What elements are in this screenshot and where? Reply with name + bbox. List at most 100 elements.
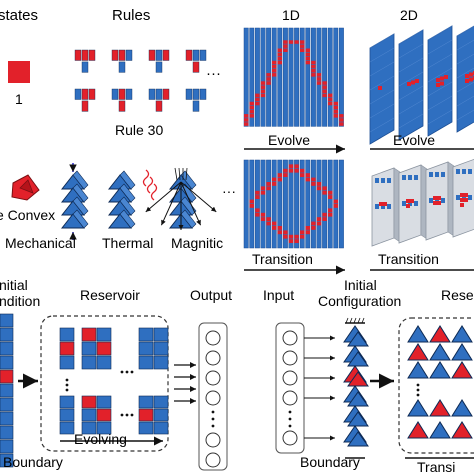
- evolve-1d-red-cell: [260, 93, 266, 98]
- evolve-1d-red-cell: [311, 69, 316, 73]
- rule-result-cell: [118, 100, 126, 112]
- boundary-hatch: [349, 317, 353, 324]
- rule-result-cell: [192, 100, 200, 112]
- evolve-2d-red-cell: [465, 74, 469, 78]
- reservoir-cell: [96, 421, 112, 435]
- evolving-label: Evolving: [74, 431, 127, 447]
- evolve-1d-red-cell: [328, 97, 333, 102]
- evolve-1d-red-cell: [244, 122, 249, 126]
- reservoir-to-output-arrows: [174, 362, 196, 404]
- reservoir-cell: [81, 327, 97, 342]
- transition-1d-red-cell: [272, 177, 277, 182]
- evolve-1d-red-cell: [283, 48, 288, 52]
- transition-2d-blue-cell: [381, 204, 385, 209]
- input-node: [282, 330, 298, 346]
- reservoir-cell: [153, 408, 169, 422]
- config-prism: [347, 391, 369, 407]
- reservoir2-prism: [451, 325, 473, 343]
- transition-1d-red-cell: [300, 230, 305, 235]
- evolve-1d-column: [310, 27, 316, 127]
- row2-ellipsis: ···: [222, 183, 236, 199]
- transition-1d-red-cell: [260, 190, 266, 195]
- reservoir-hdots: [120, 370, 124, 374]
- reservoir2-prism: [429, 421, 451, 439]
- transition-1d-red-cell: [255, 195, 260, 199]
- reservoir-cell: [96, 327, 112, 342]
- evolve-2d-gridline: [427, 53, 453, 69]
- reservoir2-prism-grid: [407, 325, 473, 439]
- transition-2d-blue-cell: [441, 172, 445, 177]
- transition-2d-blue-cell: [462, 195, 466, 200]
- init-cell: [0, 313, 14, 328]
- init-cell: [0, 453, 14, 468]
- transition-1d-column: [277, 159, 283, 249]
- evolve-2d-gridline: [369, 61, 395, 77]
- reservoir2-prism: [429, 361, 451, 379]
- reservoir2-prism: [407, 399, 429, 417]
- evolve-2d-gridline: [456, 95, 474, 107]
- transition-2d-red-cell: [437, 196, 441, 200]
- 2d-label: 2D: [400, 7, 418, 23]
- rule30-label: Rule 30: [115, 122, 163, 138]
- evolve-1d-red-cell: [272, 64, 277, 69]
- transition-1d-red-cell: [328, 190, 333, 195]
- magnitic-prism-side: [180, 209, 197, 229]
- reservoir2-prism: [429, 399, 451, 417]
- reservoir-cell: [59, 355, 75, 370]
- transition3-label: Transi: [417, 459, 455, 474]
- evolve-1d-red-cell: [300, 44, 305, 48]
- reservoir2-prism: [451, 343, 473, 361]
- mechanical-prism-side: [72, 183, 89, 203]
- evolve-2d-gridline: [398, 99, 424, 115]
- rule-cell: [162, 49, 170, 61]
- boundary2-label: Boundary: [300, 454, 360, 470]
- transition-1d-red-cell: [277, 226, 282, 230]
- output-node: [205, 330, 221, 346]
- reservoir-cell: [138, 341, 154, 356]
- evolve-1d-red-cell: [283, 44, 288, 48]
- mechanical-prism-side: [72, 170, 89, 190]
- reservoir-grid: [59, 327, 169, 435]
- evolve-2d-gridline: [398, 113, 424, 129]
- transition-2d-blue-cell: [456, 195, 460, 200]
- reservoir2-box: [398, 317, 474, 454]
- reservoir-cell: [81, 395, 97, 409]
- magnitic-prism-side: [180, 170, 197, 190]
- reservoir-cell: [153, 395, 169, 409]
- reservoir2-label: Reser: [441, 287, 474, 303]
- transition-1d-red-cell: [333, 199, 338, 204]
- transition-2d-red-cell: [464, 193, 468, 197]
- evolve-1d-panel: [243, 27, 344, 127]
- boundary-hatch: [357, 317, 361, 324]
- init-cell: [0, 411, 14, 426]
- reservoir-hdots: [130, 413, 134, 417]
- transition-1d-red-cell: [305, 173, 310, 177]
- evolve-2d-gridline: [456, 67, 474, 79]
- rule-cell: [155, 49, 163, 61]
- rule-cell: [118, 49, 126, 61]
- evolve-1d-red-cell: [272, 73, 277, 77]
- evolve-1d-red-cell: [300, 48, 305, 52]
- field-line-top: [185, 167, 188, 181]
- transition-1d-red-cell: [288, 168, 294, 173]
- transition-2d-blue-cell: [435, 172, 439, 177]
- thermal-prism-side: [119, 196, 136, 216]
- transition-1d-red-cell: [266, 217, 271, 221]
- rule-cell: [185, 49, 193, 61]
- config-prism: [347, 371, 369, 387]
- evolve-1d-red-cell: [311, 60, 316, 65]
- magnitic-label: Magnitic: [171, 235, 223, 251]
- transition-2d-blue-cell: [408, 201, 412, 206]
- evolve-1d-red-cell: [305, 56, 310, 61]
- transition-1d-red-cell: [311, 226, 316, 230]
- transition-1d-red-cell: [300, 173, 305, 177]
- output-node: [205, 390, 221, 406]
- transition-1d-red-cell: [305, 230, 310, 235]
- evolve-2d-gridline: [427, 95, 453, 111]
- reservoir-vdots: [65, 383, 69, 387]
- transition-2d-blue-cell: [387, 178, 391, 183]
- evolve-1d-column: [260, 27, 266, 127]
- reservoir-cell: [96, 341, 112, 356]
- rule-result-cell: [118, 61, 126, 73]
